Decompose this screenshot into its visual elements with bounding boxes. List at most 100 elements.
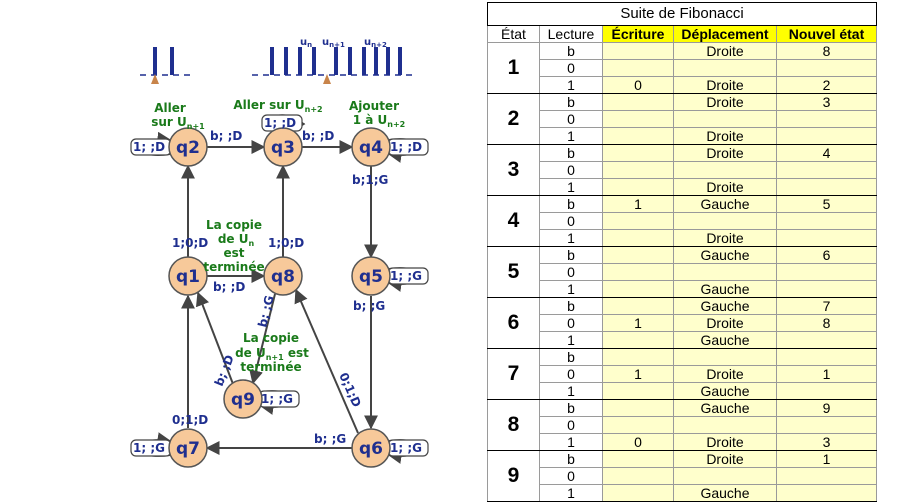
tape-label-un: un [300, 37, 312, 49]
edge-label-q4-q5: b;1;G [352, 173, 388, 187]
next-state-cell: 8 [775, 42, 878, 60]
next-state-cell: 1 [775, 365, 878, 383]
next-state-cell [775, 331, 878, 349]
annotation-q9-line3: terminée [240, 360, 301, 374]
col-header-nouvel-etat: Nouvel état [775, 25, 878, 43]
state-q8[interactable] [263, 256, 303, 296]
tape-bar [270, 47, 274, 75]
move-cell [673, 467, 777, 485]
move-cell: Droite [673, 229, 777, 247]
next-state-cell: 3 [775, 433, 878, 451]
read-cell: b [539, 348, 603, 366]
move-cell [673, 59, 777, 77]
move-cell: Droite [673, 365, 777, 383]
col-header-lecture: Lecture [539, 25, 603, 43]
annotation-q9-line1: La copie [243, 331, 299, 345]
loop-label-q2: 1; ;D [133, 140, 165, 154]
tape-bar [334, 47, 338, 75]
state-q3[interactable] [263, 127, 303, 167]
read-cell: b [539, 93, 603, 111]
state-cell: 8 [487, 399, 540, 451]
write-cell [602, 331, 674, 349]
move-cell: Droite [673, 178, 777, 196]
next-state-cell: 4 [775, 144, 878, 162]
state-q2[interactable] [168, 127, 208, 167]
state-q1[interactable] [168, 256, 208, 296]
next-state-cell: 6 [775, 246, 878, 264]
move-cell: Droite [673, 42, 777, 60]
tape-bar [312, 47, 316, 75]
tape-bar [348, 47, 352, 75]
write-cell [602, 399, 674, 417]
tape-head-marker [151, 74, 159, 84]
next-state-cell [775, 161, 878, 179]
read-cell: 1 [539, 331, 603, 349]
next-state-cell [775, 484, 878, 502]
next-state-cell [775, 59, 878, 77]
state-q6[interactable] [351, 428, 391, 468]
next-state-cell [775, 212, 878, 230]
tape-bar [170, 47, 174, 75]
state-q5[interactable] [351, 256, 391, 296]
state-cell: 6 [487, 297, 540, 349]
read-cell: 0 [539, 263, 603, 281]
state-q9[interactable] [223, 379, 263, 419]
read-cell: b [539, 144, 603, 162]
state-q7-label: q7 [176, 439, 200, 459]
read-cell: 1 [539, 280, 603, 298]
write-cell [602, 382, 674, 400]
annotation-q4-line2: 1 à Un+2 [353, 113, 406, 129]
next-state-cell [775, 229, 878, 247]
write-cell [602, 110, 674, 128]
write-cell [602, 127, 674, 145]
tape-bar [153, 47, 157, 75]
table-row: 0 [488, 467, 878, 485]
write-cell [602, 467, 674, 485]
read-cell: 0 [539, 212, 603, 230]
write-cell [602, 144, 674, 162]
state-cell: 1 [487, 42, 540, 94]
read-cell: b [539, 399, 603, 417]
move-cell: Gauche [673, 195, 777, 213]
move-cell: Gauche [673, 399, 777, 417]
read-cell: 1 [539, 76, 603, 94]
state-q4-label: q4 [359, 138, 383, 158]
write-cell: 0 [602, 433, 674, 451]
state-q8-label: q8 [271, 267, 295, 287]
move-cell: Droite [673, 314, 777, 332]
next-state-cell [775, 280, 878, 298]
annotation-q4-line1: Ajouter [349, 99, 399, 113]
write-cell [602, 246, 674, 264]
table-row: 0 [488, 212, 878, 230]
read-cell: 0 [539, 365, 603, 383]
write-cell: 1 [602, 365, 674, 383]
table-row: 0 [488, 161, 878, 179]
table-row: 0 [488, 416, 878, 434]
turing-machine-diagram: un un+1 un+2 [130, 37, 429, 468]
write-cell [602, 280, 674, 298]
state-q5-label: q5 [359, 267, 383, 287]
write-cell [602, 297, 674, 315]
write-cell [602, 42, 674, 60]
tape-head-marker [323, 74, 331, 84]
read-cell: 0 [539, 314, 603, 332]
next-state-cell: 7 [775, 297, 878, 315]
state-q4[interactable] [351, 127, 391, 167]
state-q7[interactable] [168, 428, 208, 468]
move-cell: Droite [673, 450, 777, 468]
edge-q9-q1 [195, 291, 234, 385]
move-cell [673, 263, 777, 281]
state-q1-label: q1 [176, 267, 200, 287]
edge-label-q8-q3: 1;0;D [268, 236, 304, 250]
move-cell: Droite [673, 127, 777, 145]
col-header-deplacement: Déplacement [673, 25, 777, 43]
state-q6-label: q6 [359, 439, 383, 459]
